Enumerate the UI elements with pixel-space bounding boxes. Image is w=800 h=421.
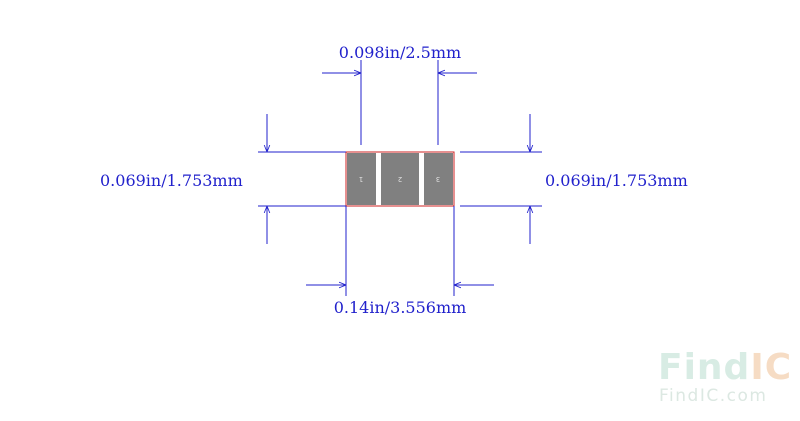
- findic-watermark: FindIC FindIC.com: [658, 347, 792, 406]
- dimension-height-left: [258, 114, 346, 244]
- pad-2-label: 2: [398, 175, 402, 183]
- dimension-height-left-label: 0.069in/1.753mm: [100, 171, 243, 190]
- watermark-url: FindIC.com: [659, 386, 767, 406]
- pad-1: [347, 153, 376, 205]
- dimension-pad-pitch: [322, 60, 477, 145]
- dimension-body-width-label: 0.14in/3.556mm: [334, 298, 467, 317]
- watermark-logo-find: Find: [658, 347, 750, 388]
- pads: 1 2 3: [347, 153, 453, 205]
- pad-1-label: 1: [359, 175, 363, 183]
- dimension-body-width: [306, 206, 494, 296]
- dimension-pad-pitch-label: 0.098in/2.5mm: [339, 43, 461, 62]
- pad-3: [424, 153, 453, 205]
- component-body-outline: [345, 151, 455, 207]
- watermark-logo: FindIC: [658, 347, 792, 388]
- pad-3-label: 3: [436, 175, 440, 183]
- pad-2: [381, 153, 419, 205]
- watermark-logo-ic: IC: [750, 347, 792, 388]
- dimension-height-right-label: 0.069in/1.753mm: [545, 171, 688, 190]
- dimension-height-right: [460, 114, 542, 244]
